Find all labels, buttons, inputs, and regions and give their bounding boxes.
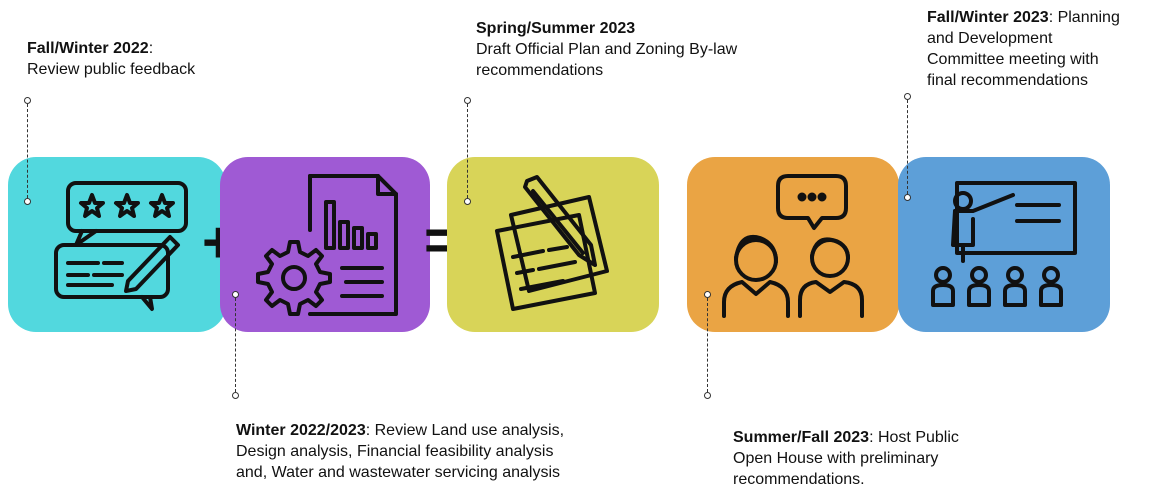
committee-presentation-tile	[898, 157, 1110, 332]
milestone-label-5: Fall/Winter 2023: Planning and Developme…	[927, 7, 1157, 91]
milestone-label-1: Fall/Winter 2022: Review public feedback	[27, 38, 227, 80]
open-house-tile	[687, 157, 899, 332]
milestone-period: Fall/Winter 2023	[927, 9, 1049, 26]
milestone-label-3: Spring/Summer 2023 Draft Official Plan a…	[476, 18, 816, 81]
analysis-report-tile	[220, 157, 430, 332]
review-feedback-icon	[54, 180, 188, 311]
connector-dot	[904, 194, 911, 201]
milestone-period: Fall/Winter 2022	[27, 40, 149, 57]
connector-dot	[232, 291, 239, 298]
connector-dot	[232, 392, 239, 399]
milestone-period: Summer/Fall 2023	[733, 429, 870, 446]
review-feedback-tile	[8, 157, 226, 332]
analysis-report-icon	[256, 173, 398, 316]
connector-line	[907, 100, 908, 194]
connector-dot	[904, 93, 911, 100]
connector-line	[235, 298, 236, 392]
connector-dot	[24, 198, 31, 205]
connector-dot	[24, 97, 31, 104]
committee-presentation-icon	[931, 180, 1077, 307]
connector-dot	[464, 97, 471, 104]
connector-line	[27, 104, 28, 198]
milestone-period: Winter 2022/2023	[236, 422, 366, 439]
milestone-text: : Review public feedback	[27, 40, 196, 78]
connector-dot	[464, 198, 471, 205]
open-house-icon	[722, 173, 864, 318]
draft-plan-icon	[495, 174, 609, 311]
milestone-label-4: Summer/Fall 2023: Host Public Open House…	[733, 427, 1033, 490]
milestone-text: : Host Public Open House with preliminar…	[733, 429, 959, 488]
milestone-label-2: Winter 2022/2023: Review Land use analys…	[236, 420, 656, 483]
draft-plan-tile	[447, 157, 659, 332]
milestone-text: : Planning and Development Committee mee…	[927, 9, 1120, 89]
connector-dot	[704, 392, 711, 399]
milestone-text: Draft Official Plan and Zoning By-law re…	[476, 41, 738, 79]
connector-line	[467, 104, 468, 198]
milestone-period: Spring/Summer 2023	[476, 20, 636, 37]
connector-dot	[704, 291, 711, 298]
connector-line	[707, 298, 708, 392]
milestone-text: : Review Land use analysis, Design analy…	[236, 422, 565, 481]
